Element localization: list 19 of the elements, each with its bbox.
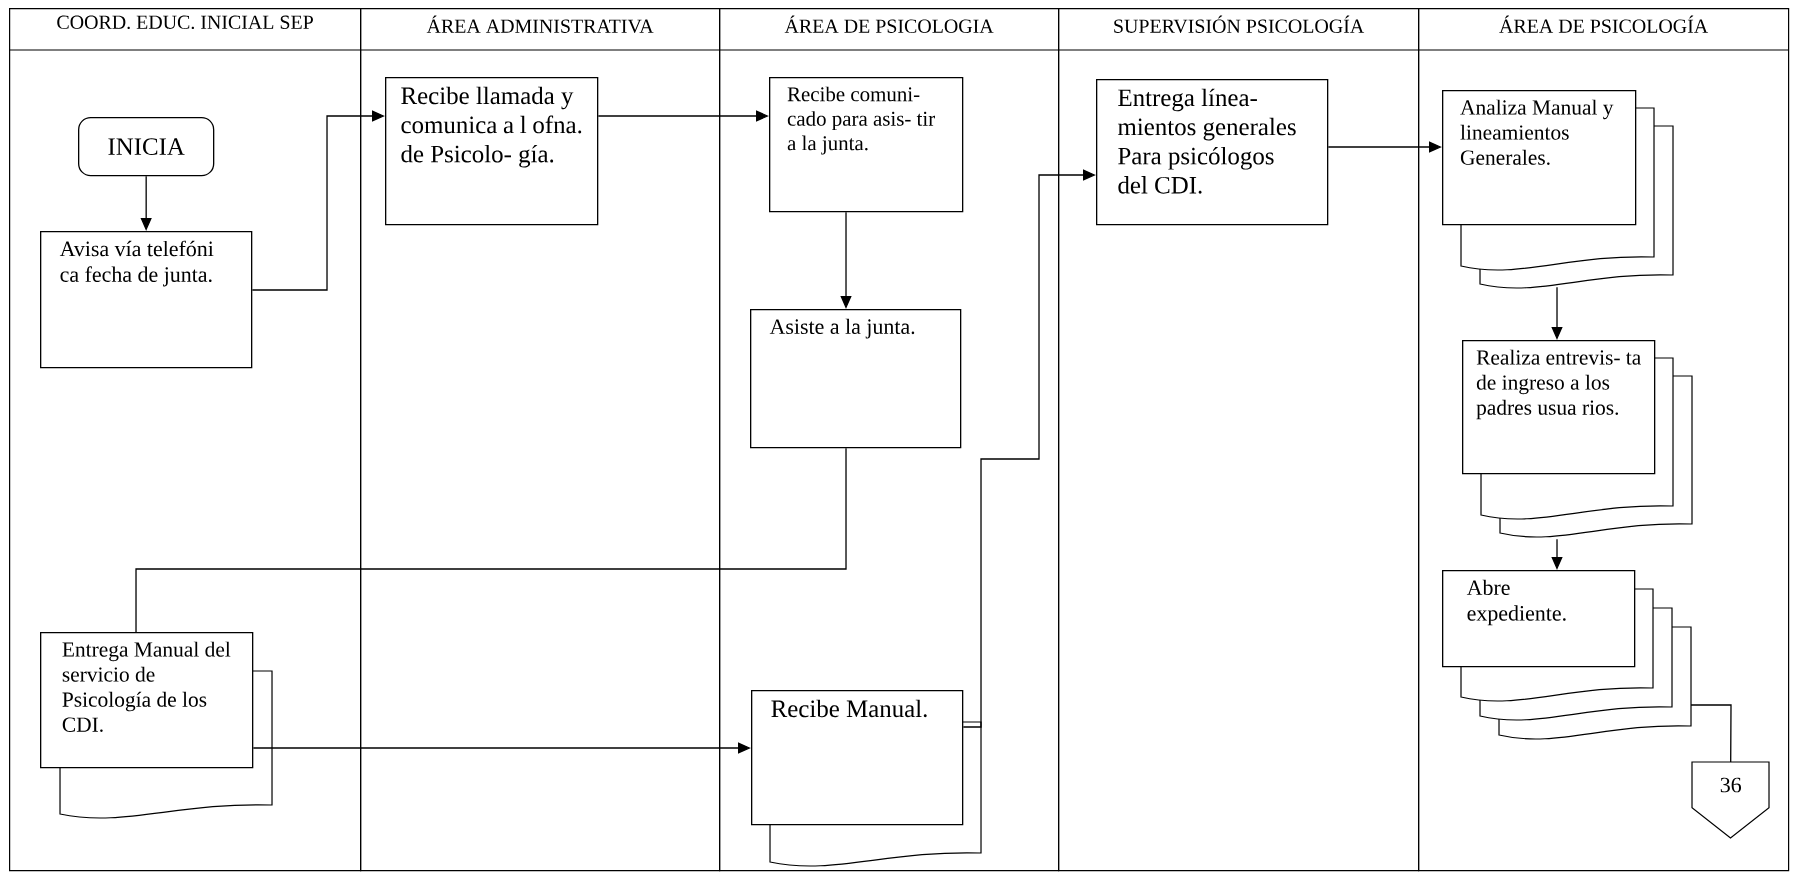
process-box: Entrega línea- mientos generales Para psicólogos del CDI. — [1096, 79, 1329, 226]
node-label: Recibe Manual. — [771, 699, 927, 718]
node-label: Entrega Manual del — [62, 641, 231, 662]
document-stack: Entrega Manual del servicio de Psicología de los CDI. — [40, 632, 273, 819]
process-box: Recibe comuni- cado para asis- tir a la junta. — [769, 77, 964, 213]
document-stack: Abre expediente. — [1442, 570, 1692, 740]
off-page-connector: 36 — [1691, 761, 1770, 839]
process-box: Recibe llamada y comunica a l ofna. de Psicolo- gía. — [385, 77, 599, 226]
process-box: Asiste a la junta. — [750, 309, 962, 449]
node-label: Analiza Manual y — [1460, 99, 1614, 120]
connector-line — [1690, 704, 1732, 763]
start-terminal: INICIA — [78, 117, 215, 177]
connector-line — [135, 447, 847, 633]
process-box: Avisa vía telefóni ca fecha de junta. — [40, 231, 253, 369]
document-stack: Realiza entrevis- ta de ingreso a los padres usua rios. — [1462, 340, 1693, 538]
document-stack: Analiza Manual y lineamientos Generales. — [1442, 90, 1674, 289]
node-label: Abre expediente. — [1466, 579, 1566, 626]
document-stack: Recibe Manual. — [751, 690, 982, 867]
node-label: Realiza entrevis- ta — [1476, 349, 1641, 365]
